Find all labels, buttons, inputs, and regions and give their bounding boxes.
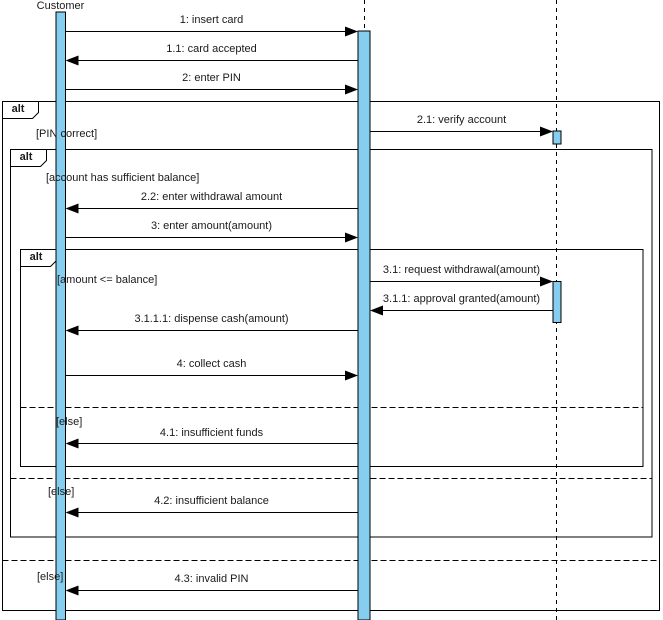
guard-else-middle: [else] bbox=[48, 486, 75, 498]
message-label-insert-card: 1: insert card bbox=[179, 14, 244, 26]
guard-else-outer: [else] bbox=[37, 571, 64, 583]
alt-pentagon-inner bbox=[20, 249, 57, 267]
message-arrow-insufficient-balance bbox=[65, 507, 358, 518]
customer-activation-bar bbox=[55, 11, 66, 620]
alt-operator-outer: alt bbox=[11, 103, 25, 115]
message-arrow-enter-pin bbox=[65, 84, 358, 95]
message-label-collect-cash: 4: collect cash bbox=[176, 358, 247, 370]
message-arrow-insert-card bbox=[65, 26, 358, 37]
alt-frame-inner bbox=[20, 249, 644, 467]
message-arrow-enter-withdrawal-amount bbox=[65, 203, 358, 214]
bank-activation-bar-2 bbox=[552, 281, 562, 323]
message-label-request-withdrawal: 3.1: request withdrawal(amount) bbox=[382, 264, 541, 276]
message-arrow-verify-account bbox=[370, 126, 553, 137]
message-arrow-request-withdrawal bbox=[370, 276, 553, 287]
alt-operator-middle: alt bbox=[19, 151, 33, 163]
message-arrow-card-accepted bbox=[65, 55, 358, 66]
lifeline-customer-label: Customer bbox=[36, 0, 85, 12]
alt-pentagon-middle bbox=[10, 149, 47, 167]
message-label-enter-pin: 2: enter PIN bbox=[182, 72, 241, 84]
alt-frame-outer bbox=[2, 101, 660, 611]
message-label-insufficient-funds: 4.1: insufficient funds bbox=[159, 427, 264, 439]
alt-frame-middle bbox=[10, 149, 653, 538]
guard-else-inner: [else] bbox=[56, 416, 83, 428]
guard-pin-correct: [PIN correct] bbox=[36, 128, 98, 140]
message-arrow-approval-granted bbox=[370, 305, 553, 316]
message-label-card-accepted: 1.1: card accepted bbox=[166, 43, 257, 55]
message-label-enter-withdrawal-amount: 2.2: enter withdrawal amount bbox=[140, 191, 283, 203]
message-label-verify-account: 2.1: verify account bbox=[416, 114, 507, 126]
message-arrow-dispense-cash bbox=[65, 325, 358, 336]
atm-activation-bar bbox=[357, 30, 371, 620]
alt-operator-inner: alt bbox=[29, 251, 43, 263]
alt-pentagon-outer bbox=[2, 101, 39, 119]
message-label-insufficient-balance: 4.2: insufficient balance bbox=[154, 495, 269, 507]
guard-amount-lte-balance: [amount <= balance] bbox=[57, 274, 158, 286]
message-label-approval-granted: 3.1.1: approval granted(amount) bbox=[382, 293, 541, 305]
message-arrow-enter-amount bbox=[65, 232, 358, 243]
guard-sufficient-balance: [account has sufficient balance] bbox=[46, 172, 200, 184]
message-label-dispense-cash: 3.1.1.1: dispense cash(amount) bbox=[134, 313, 289, 325]
bank-activation-bar-1 bbox=[552, 130, 562, 145]
message-arrow-invalid-pin bbox=[65, 585, 358, 596]
message-arrow-insufficient-funds bbox=[65, 438, 358, 449]
message-label-enter-amount: 3: enter amount(amount) bbox=[150, 220, 273, 232]
message-arrow-collect-cash bbox=[65, 370, 358, 381]
message-label-invalid-pin: 4.3: invalid PIN bbox=[174, 573, 249, 585]
